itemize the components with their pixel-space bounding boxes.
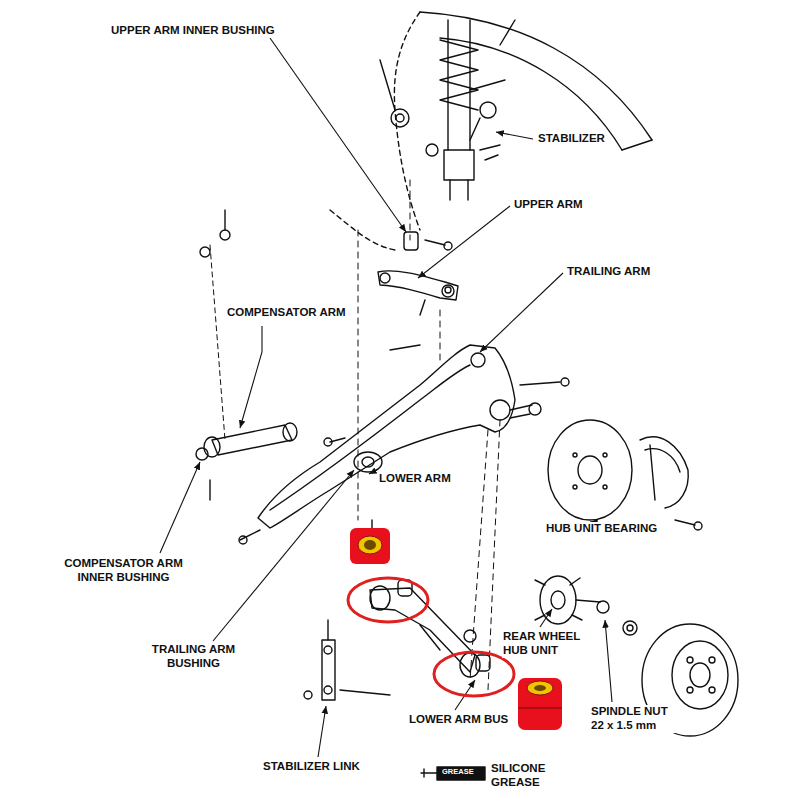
part-label: LOWER ARM BUS	[408, 713, 509, 727]
part-label: COMPENSATOR ARM INNER BUSHING	[55, 557, 192, 585]
part-label: COMPENSATOR ARM	[226, 306, 347, 320]
part-label: LOWER ARM	[378, 472, 452, 486]
part-label: SPINDLE NUT 22 x 1.5 mm	[590, 705, 684, 733]
part-label: UPPER ARM	[513, 198, 584, 212]
part-label: TRAILING ARM	[566, 265, 651, 279]
part-label: REAR WHEEL HUB UNIT	[502, 630, 596, 658]
part-label: SILICONE GREASE	[490, 762, 564, 790]
part-label: UPPER ARM INNER BUSHING	[110, 24, 276, 38]
part-label: STABILIZER LINK	[262, 760, 361, 774]
part-label: STABILIZER	[537, 132, 606, 146]
tube-label: GREASE	[440, 768, 476, 776]
part-label: TRAILING ARM BUSHING	[135, 643, 252, 671]
part-label: HUB UNIT BEARING	[545, 522, 658, 536]
